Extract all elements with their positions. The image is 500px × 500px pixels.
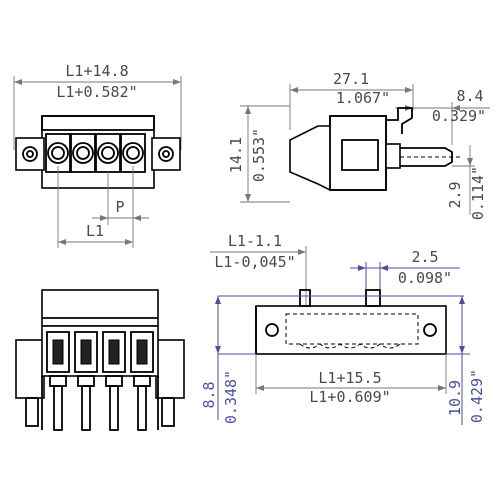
bottom-right-height-in: 0.429" [468, 369, 486, 423]
side-view: 27.1 1.067" 8.4 0.329" 14.1 0.553" 2.9 0… [227, 70, 490, 220]
bottom-overall-mm: L1+15.5 [318, 369, 381, 387]
side-offset-in: 0.114" [469, 166, 487, 220]
bottom-pin-offset-in: 0.098" [398, 269, 452, 287]
bottom-right-height-mm: 10.9 [446, 380, 464, 416]
side-depth-in: 1.067" [336, 89, 390, 107]
side-extension-mm: 8.4 [456, 87, 483, 105]
rear-terminal-row [46, 331, 154, 373]
front-pitch-label: P [115, 198, 124, 216]
bottom-view: L1-1.1 L1-0,045" 2.5 0.098" L1+15.5 L1+0… [200, 232, 486, 425]
bottom-left-height-mm: 8.8 [200, 381, 218, 408]
bottom-span-mm: L1-1.1 [228, 232, 282, 250]
side-depth-mm: 27.1 [333, 70, 369, 88]
rear-view [15, 289, 185, 431]
front-view: L1+14.8 L1+0.582" [13, 62, 182, 248]
front-width-in: L1+0.582" [56, 83, 137, 101]
side-offset-mm: 2.9 [446, 181, 464, 208]
front-width-mm: L1+14.8 [65, 62, 128, 80]
bottom-pin-offset-mm: 2.5 [411, 248, 438, 266]
bottom-left-height-in: 0.348" [222, 370, 240, 424]
side-height-in: 0.553" [250, 128, 268, 182]
front-length-label: L1 [86, 222, 104, 240]
side-height-mm: 14.1 [227, 137, 245, 173]
side-extension-in: 0.329" [432, 107, 486, 125]
bottom-overall-in: L1+0.609" [309, 388, 390, 406]
bottom-span-in: L1-0,045" [214, 253, 295, 271]
